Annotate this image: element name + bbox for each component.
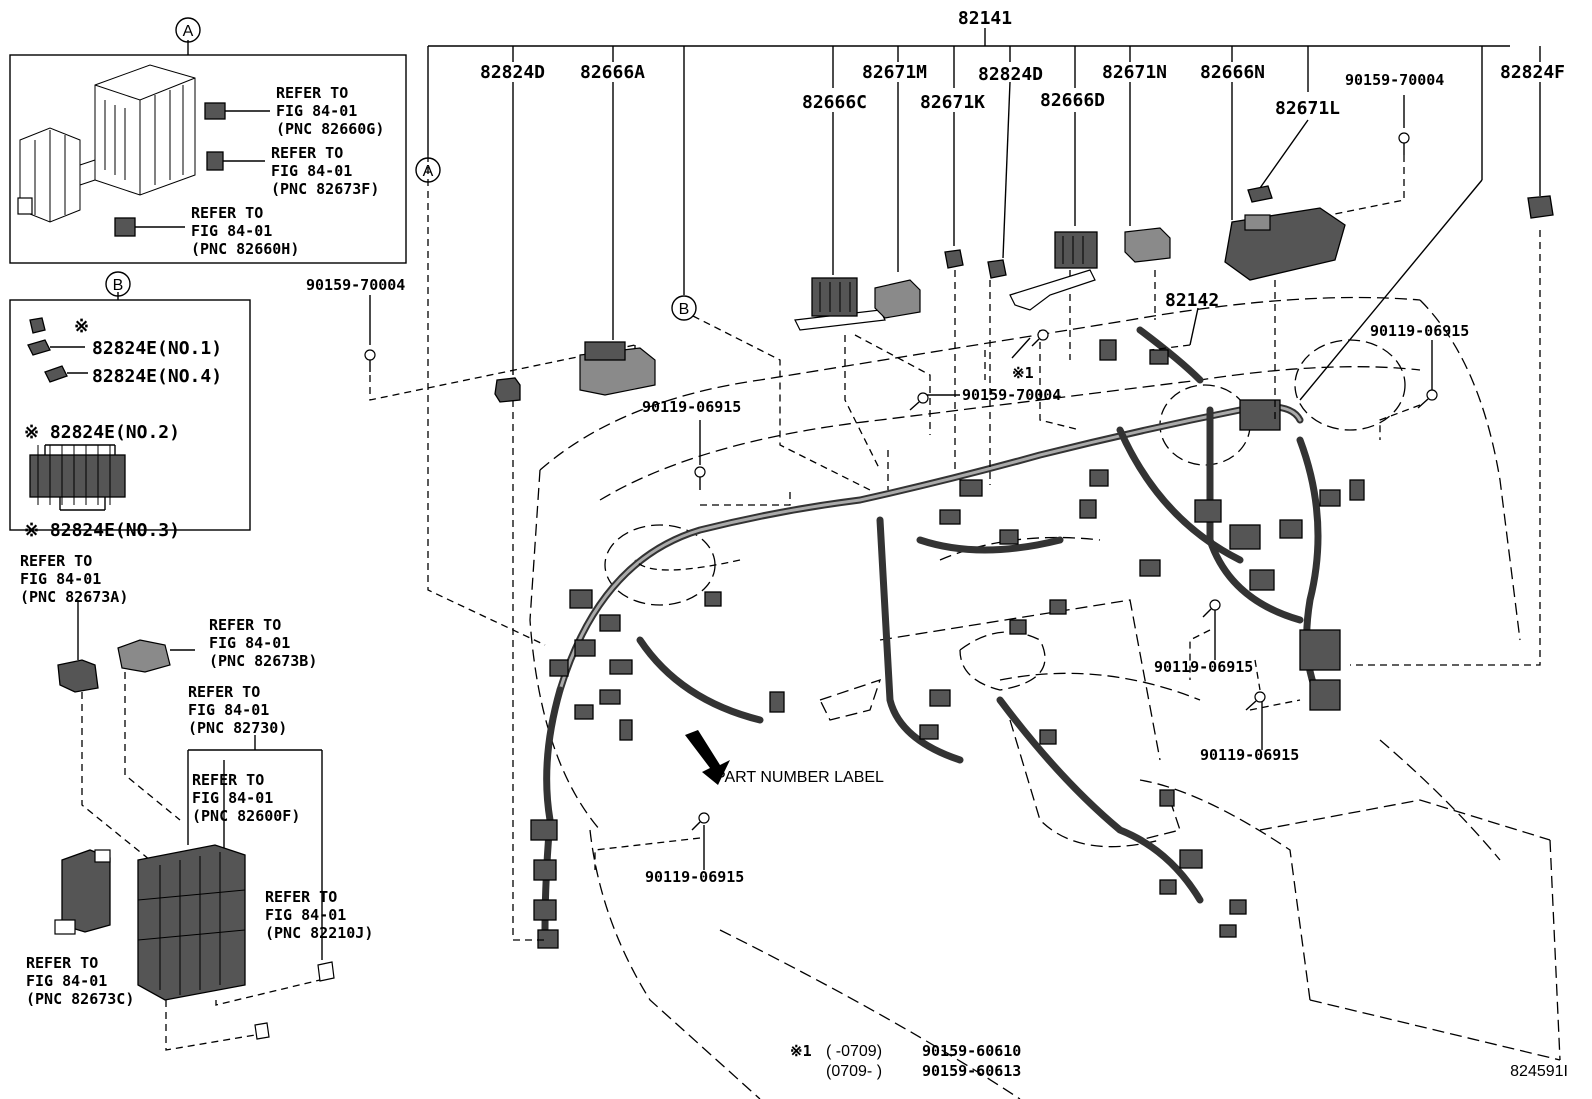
svg-text:REFER TO: REFER TO bbox=[26, 954, 98, 972]
svg-text:(PNC 82673C): (PNC 82673C) bbox=[26, 990, 134, 1008]
bolts bbox=[364, 132, 1438, 831]
main-harness bbox=[541, 326, 1324, 934]
svg-text:(0709- ): (0709- ) bbox=[826, 1063, 882, 1080]
label-82824D-right: 82824D bbox=[978, 64, 1043, 85]
svg-text:(PNC 82673B): (PNC 82673B) bbox=[209, 652, 317, 670]
callout-b-main: B bbox=[671, 295, 697, 321]
svg-text:※: ※ bbox=[74, 316, 89, 337]
bolt-icon bbox=[1202, 599, 1221, 618]
svg-text:FIG 84-01: FIG 84-01 bbox=[26, 972, 107, 990]
svg-text:90159-60610: 90159-60610 bbox=[922, 1042, 1021, 1060]
label-90119-06915-mid: 90119-06915 bbox=[1154, 658, 1253, 676]
label-90159-70004-left: 90159-70004 bbox=[306, 276, 405, 294]
svg-text:REFER TO: REFER TO bbox=[271, 144, 343, 162]
label-82671N: 82671N bbox=[1102, 62, 1167, 83]
bolt-icon bbox=[1031, 329, 1049, 347]
label-82141: 82141 bbox=[958, 8, 1012, 29]
junction-block-sketch bbox=[17, 64, 196, 223]
top-parts bbox=[494, 185, 1554, 403]
svg-text:※ 82824E(NO.3): ※ 82824E(NO.3) bbox=[24, 520, 180, 541]
inset-b-labels: ※ 82824E(NO.1) 82824E(NO.4) ※ 82824E(NO.… bbox=[24, 316, 222, 541]
svg-text:※1: ※1 bbox=[790, 1042, 812, 1060]
svg-text:(PNC 82660G): (PNC 82660G) bbox=[276, 120, 384, 138]
leader-lines bbox=[369, 81, 1541, 870]
label-82671M: 82671M bbox=[862, 62, 927, 83]
label-90119-06915-bottom: 90119-06915 bbox=[645, 868, 744, 886]
label-82671L: 82671L bbox=[1275, 98, 1340, 119]
fuse-box-sketch bbox=[137, 844, 246, 1001]
svg-text:FIG 84-01: FIG 84-01 bbox=[20, 570, 101, 588]
svg-text:(PNC 82600F): (PNC 82600F) bbox=[192, 807, 300, 825]
callout-b-box: B bbox=[105, 271, 131, 297]
svg-text:(PNC 82673A): (PNC 82673A) bbox=[20, 588, 128, 606]
svg-text:B: B bbox=[113, 277, 124, 294]
svg-text:FIG 84-01: FIG 84-01 bbox=[271, 162, 352, 180]
inset-a-refs: REFER TO FIG 84-01 (PNC 82660G) REFER TO… bbox=[191, 84, 384, 258]
svg-text:FIG 84-01: FIG 84-01 bbox=[276, 102, 357, 120]
svg-text:82824E(NO.1): 82824E(NO.1) bbox=[92, 338, 222, 359]
label-90119-06915-right: 90119-06915 bbox=[1370, 322, 1469, 340]
bolt-icon bbox=[1417, 389, 1438, 409]
bolt-icon bbox=[1398, 132, 1410, 155]
footnote: ※1 ( -0709) 90159-60610 (0709- ) 90159-6… bbox=[790, 1042, 1021, 1080]
left-lower-parts bbox=[54, 600, 335, 1051]
svg-text:※ 82824E(NO.2): ※ 82824E(NO.2) bbox=[24, 422, 180, 443]
svg-text:90159-60613: 90159-60613 bbox=[922, 1062, 1021, 1080]
svg-text:B: B bbox=[679, 301, 690, 318]
svg-text:REFER TO: REFER TO bbox=[209, 616, 281, 634]
svg-text:REFER TO: REFER TO bbox=[192, 771, 264, 789]
part-number-label-text: PART NUMBER LABEL bbox=[715, 769, 884, 786]
fuse-block-sketch bbox=[29, 444, 126, 511]
bolt-icon bbox=[909, 392, 929, 411]
part-number-label-arrow bbox=[685, 730, 730, 785]
svg-text:(PNC 82660H): (PNC 82660H) bbox=[191, 240, 299, 258]
label-90119-06915-upper-left: 90119-06915 bbox=[642, 398, 741, 416]
bolt-icon bbox=[364, 349, 376, 372]
label-90159-70004-center: 90159-70004 bbox=[962, 386, 1061, 404]
svg-text:(PNC 82730): (PNC 82730) bbox=[188, 719, 287, 737]
label-82671K: 82671K bbox=[920, 92, 985, 113]
svg-text:(PNC 82210J): (PNC 82210J) bbox=[265, 924, 373, 942]
svg-text:FIG 84-01: FIG 84-01 bbox=[265, 906, 346, 924]
bolt-icon bbox=[1245, 691, 1266, 711]
inset-a bbox=[9, 40, 407, 264]
svg-text:A: A bbox=[423, 163, 434, 180]
svg-text:FIG 84-01: FIG 84-01 bbox=[188, 701, 269, 719]
harness-connectors bbox=[530, 339, 1365, 949]
label-90119-06915-lower-right: 90119-06915 bbox=[1200, 746, 1299, 764]
svg-text:( -0709): ( -0709) bbox=[826, 1043, 882, 1060]
callout-a-side: A bbox=[415, 157, 441, 183]
left-refs: REFER TO FIG 84-01 (PNC 82673A) REFER TO… bbox=[20, 552, 373, 1008]
relay-block-sketch bbox=[54, 849, 111, 935]
label-90159-70004-top-right: 90159-70004 bbox=[1345, 71, 1444, 89]
svg-text:FIG 84-01: FIG 84-01 bbox=[192, 789, 273, 807]
dashboard-outline bbox=[529, 296, 1561, 1099]
label-82824F: 82824F bbox=[1500, 62, 1565, 83]
label-82824D-left: 82824D bbox=[480, 62, 545, 83]
label-82666C: 82666C bbox=[802, 92, 867, 113]
label-82666A: 82666A bbox=[580, 62, 645, 83]
svg-text:REFER TO: REFER TO bbox=[20, 552, 92, 570]
label-82142: 82142 bbox=[1165, 290, 1219, 311]
svg-text:REFER TO: REFER TO bbox=[188, 683, 260, 701]
svg-text:REFER TO: REFER TO bbox=[276, 84, 348, 102]
svg-text:REFER TO: REFER TO bbox=[265, 888, 337, 906]
svg-text:(PNC 82673F): (PNC 82673F) bbox=[271, 180, 379, 198]
label-82666N: 82666N bbox=[1200, 62, 1265, 83]
bolt-icon bbox=[694, 466, 706, 490]
svg-text:FIG 84-01: FIG 84-01 bbox=[191, 222, 272, 240]
inset-b bbox=[9, 292, 251, 531]
svg-text:82824E(NO.4): 82824E(NO.4) bbox=[92, 366, 222, 387]
note-mark-1: ※1 bbox=[1012, 364, 1034, 382]
label-82666D: 82666D bbox=[1040, 90, 1105, 111]
svg-text:FIG 84-01: FIG 84-01 bbox=[209, 634, 290, 652]
callout-a-top: A bbox=[175, 17, 201, 43]
svg-text:A: A bbox=[183, 23, 194, 40]
svg-text:REFER TO: REFER TO bbox=[191, 204, 263, 222]
figure-id: 824591I bbox=[1510, 1063, 1568, 1080]
bolt-icon bbox=[691, 812, 710, 831]
assembly-bracket bbox=[427, 28, 1541, 401]
part-number-labels: 82141 82824D 82666A 82671M 82824D 82671N… bbox=[306, 8, 1565, 886]
